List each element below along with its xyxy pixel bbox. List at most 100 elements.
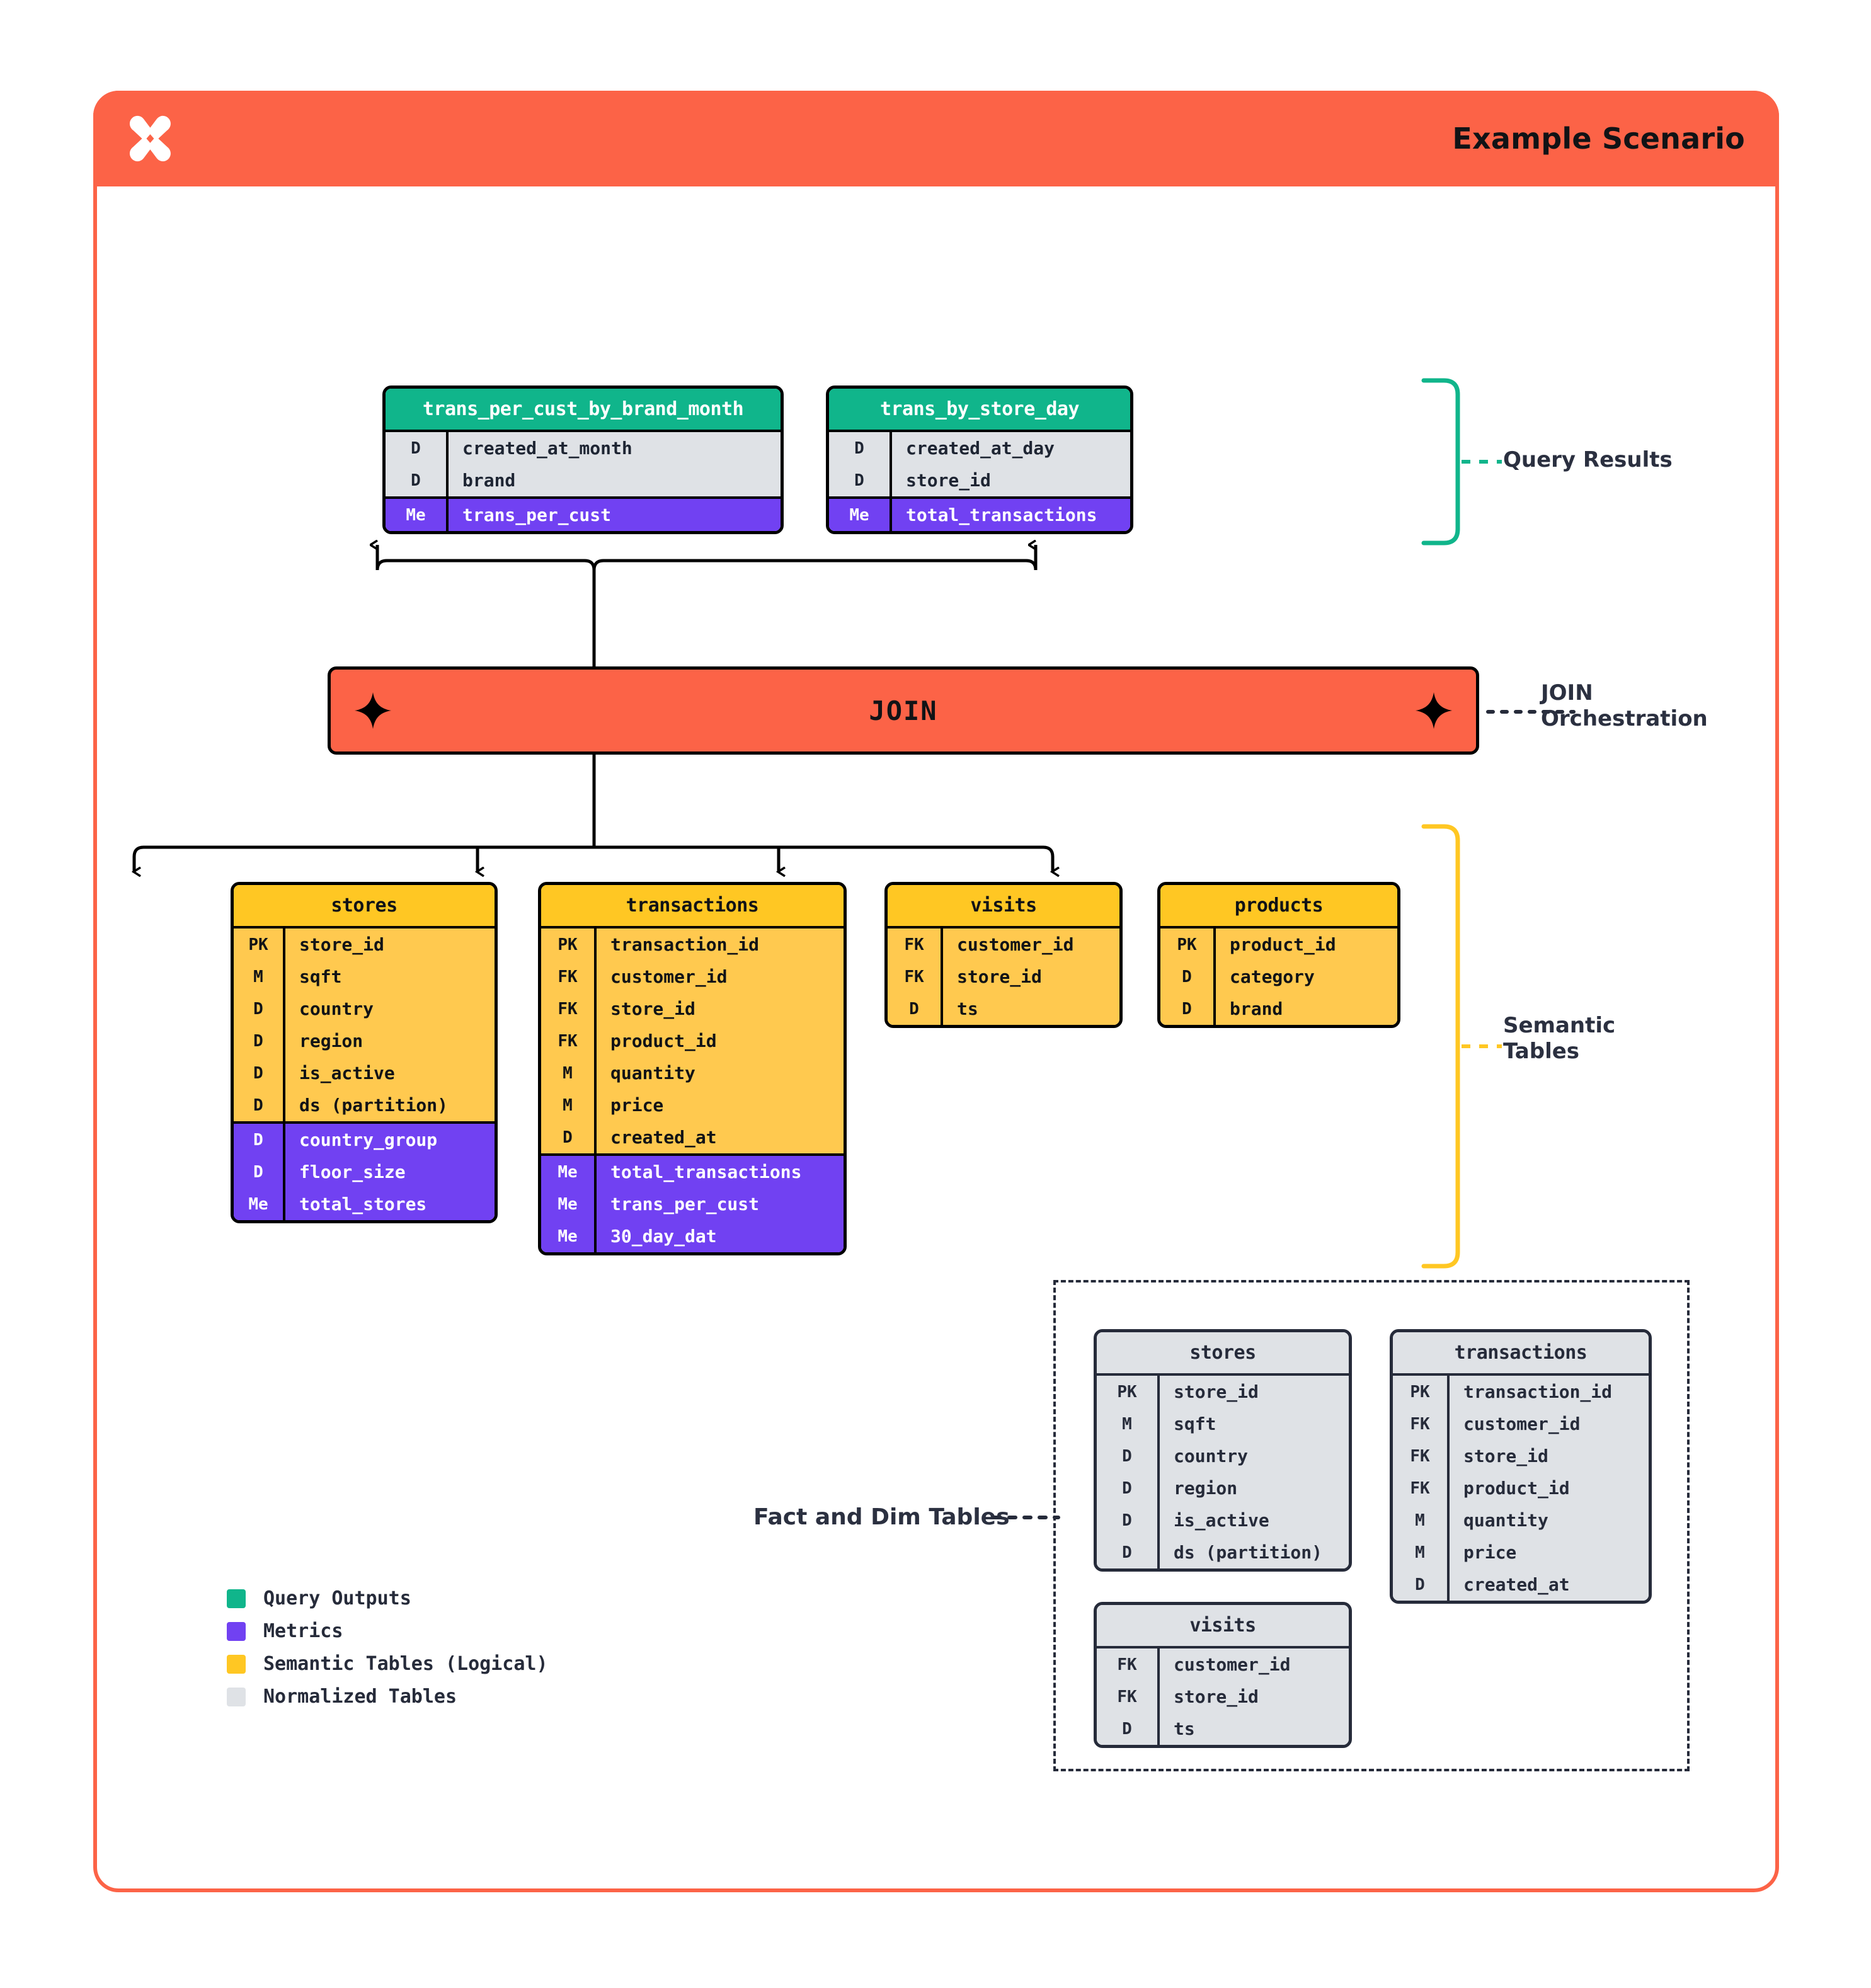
connector-join-to-query-results — [97, 447, 1038, 666]
dimension-group: D created_at_month D brand — [386, 432, 781, 496]
table-title: stores — [1097, 1332, 1349, 1376]
row-key: M — [1122, 1414, 1132, 1434]
annotation-join-orchestration-line2: Orchestration — [1541, 706, 1708, 732]
row-column: transaction_id — [594, 928, 844, 961]
join-label: JOIN — [869, 695, 938, 726]
row-key: D — [1122, 1543, 1132, 1562]
fact-and-dim-leader — [992, 1516, 1060, 1519]
metric-group: Me total_transactions — [829, 496, 1130, 531]
legend-swatch-semantic-tables — [227, 1654, 246, 1674]
sparkle-icon — [1414, 691, 1453, 730]
row-column: created_at — [1447, 1568, 1649, 1601]
row-key: PK — [1177, 935, 1197, 954]
table-row: Me trans_per_cust — [386, 499, 781, 531]
row-column: region — [283, 1025, 495, 1057]
connector-join-to-semantic-tables — [97, 755, 1779, 918]
table-title: visits — [1097, 1605, 1349, 1648]
query-result-table-trans-per-cust-by-brand-month: trans_per_cust_by_brand_month D created_… — [382, 386, 784, 534]
row-key: D — [563, 1128, 573, 1147]
row-key: D — [253, 1095, 263, 1115]
row-key: PK — [558, 935, 578, 954]
table-row: PK transaction_id — [541, 928, 844, 961]
legend-swatch-normalized-tables — [227, 1687, 246, 1706]
legend-item: Semantic Tables (Logical) — [227, 1653, 548, 1675]
table-title: transactions — [541, 885, 844, 928]
legend-label: Normalized Tables — [263, 1686, 457, 1708]
row-key: D — [253, 999, 263, 1019]
example-scenario-card: Example Scenario trans_per_cust_by_brand… — [93, 91, 1779, 1892]
row-key: FK — [1117, 1687, 1137, 1706]
row-key: FK — [1410, 1478, 1430, 1498]
legend-label: Metrics — [263, 1620, 343, 1642]
row-column: total_transactions — [594, 1156, 844, 1188]
row-column: price — [1447, 1536, 1649, 1568]
row-key: D — [909, 999, 919, 1019]
table-title: trans_per_cust_by_brand_month — [386, 389, 781, 432]
table-title: stores — [234, 885, 495, 928]
row-column: brand — [446, 464, 781, 496]
row-column: is_active — [1157, 1504, 1349, 1536]
row-key: Me — [558, 1194, 578, 1214]
row-column: store_id — [1157, 1376, 1349, 1408]
butterfly-x-logo-icon — [125, 111, 179, 166]
legend-item: Metrics — [227, 1620, 548, 1642]
row-column: customer_id — [941, 928, 1119, 961]
row-column: store_id — [594, 993, 844, 1025]
legend-swatch-query-outputs — [227, 1589, 246, 1608]
row-key: D — [1182, 999, 1192, 1019]
table-row: FK store_id — [541, 993, 844, 1025]
table-row: D brand — [386, 464, 781, 496]
row-key: FK — [904, 967, 924, 986]
row-column: trans_per_cust — [446, 499, 781, 531]
row-key: D — [1415, 1575, 1425, 1594]
annotation-query-results: Query Results — [1503, 447, 1673, 472]
row-column: customer_id — [594, 961, 844, 993]
join-orchestration-bar[interactable]: JOIN — [328, 666, 1479, 755]
row-key: M — [1415, 1511, 1425, 1530]
annotation-fact-and-dim-tables: Fact and Dim Tables — [753, 1504, 1010, 1530]
row-key: FK — [1410, 1446, 1430, 1466]
row-column: product_id — [1447, 1472, 1649, 1504]
row-key: M — [1415, 1543, 1425, 1562]
row-key: Me — [558, 1226, 578, 1246]
row-key: FK — [558, 1031, 578, 1051]
row-column: ts — [1157, 1713, 1349, 1745]
row-column: ds (partition) — [1157, 1536, 1349, 1568]
table-title: transactions — [1393, 1332, 1649, 1376]
row-key: FK — [558, 999, 578, 1019]
table-row: Me total_transactions — [829, 499, 1130, 531]
row-column: customer_id — [1447, 1408, 1649, 1440]
legend-item: Normalized Tables — [227, 1686, 548, 1708]
row-key: D — [854, 438, 864, 458]
row-key: D — [1122, 1478, 1132, 1498]
row-column: country — [1157, 1440, 1349, 1472]
row-column: customer_id — [1157, 1648, 1349, 1681]
